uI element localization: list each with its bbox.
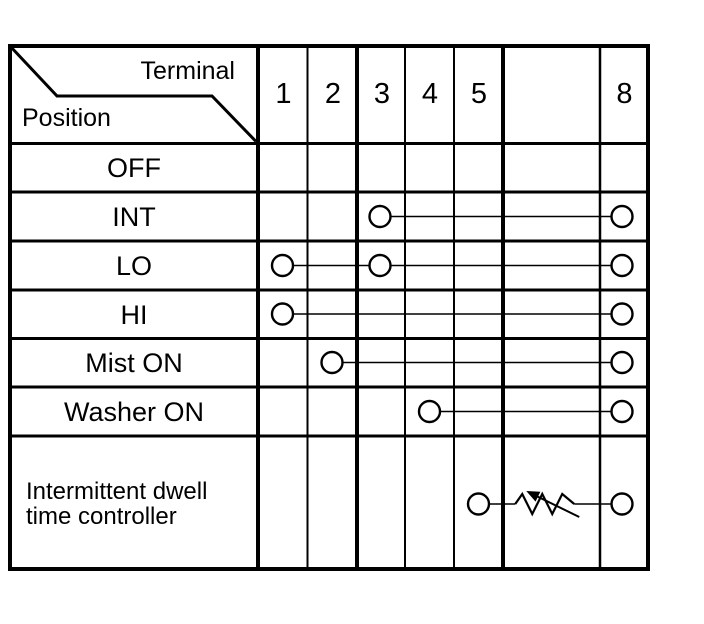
row-label-mist-on: Mist ON — [85, 348, 183, 378]
terminal-contact-circle — [368, 204, 392, 229]
terminal-contact-circle — [270, 302, 295, 326]
row-label-lo: LO — [115, 250, 153, 281]
row-label-hi: HI — [120, 299, 148, 330]
terminal-contact-circle — [610, 302, 634, 326]
row-label-intermittent-dwell-time-controller: Intermittent dwell time controller — [26, 478, 208, 530]
terminal-contact-circle — [466, 492, 491, 516]
row-label-int: INT — [112, 202, 156, 232]
terminal-contact-circle — [320, 350, 344, 375]
variable-resistor-arrowhead — [526, 491, 541, 502]
header-diagonal-divider — [8, 44, 258, 143]
position-axis-label: Position — [22, 104, 111, 132]
table-border — [8, 44, 650, 571]
terminal-header-2: 2 — [324, 78, 342, 110]
terminal-header-8: 8 — [616, 78, 633, 110]
terminal-axis-label: Terminal — [140, 56, 235, 85]
terminal-contact-circle — [368, 253, 392, 278]
terminal-header-1: 1 — [275, 78, 292, 110]
row-label-off: OFF — [107, 153, 161, 183]
terminal-header-5: 5 — [470, 78, 488, 110]
terminal-contact-circle — [610, 492, 634, 516]
variable-resistor-arrow-shaft — [529, 492, 580, 518]
terminal-contact-circle — [610, 204, 634, 229]
terminal-contact-circle — [610, 399, 634, 424]
terminal-header-3: 3 — [373, 78, 391, 110]
row-label-washer-on: Washer ON — [63, 396, 205, 427]
variable-resistor-zigzag — [514, 491, 575, 517]
terminal-contact-circle — [610, 253, 634, 278]
terminal-contact-circle — [417, 399, 442, 424]
terminal-contact-circle — [270, 253, 295, 278]
terminal-header-blank — [504, 48, 600, 141]
terminal-header-4: 4 — [421, 78, 439, 110]
terminal-contact-circle — [610, 350, 634, 375]
connections-layer — [270, 204, 634, 518]
